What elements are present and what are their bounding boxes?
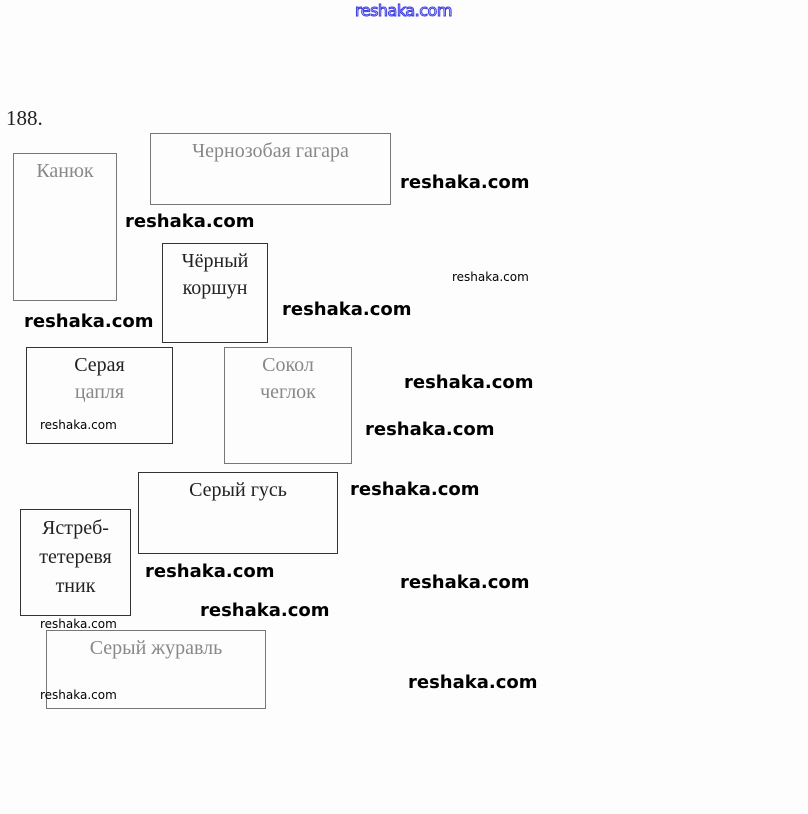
watermark: reshaka.com [404, 372, 534, 393]
box-label: Чёрный [181, 250, 249, 272]
site-header-link[interactable]: reshaka.com [355, 1, 453, 21]
box-label: Чернозобая гагара [192, 140, 349, 162]
box-label: цапля [74, 381, 125, 403]
watermark: reshaka.com [350, 479, 480, 500]
box-label: тник [55, 575, 96, 597]
watermark: reshaka.com [282, 299, 412, 320]
watermark: reshaka.com [40, 418, 117, 432]
box-yastreb: Ястреб-тетеревя тник [20, 509, 131, 616]
box-label: Серая [74, 354, 125, 376]
watermark: reshaka.com [400, 172, 530, 193]
box-label: чеглок [260, 381, 316, 403]
watermark: reshaka.com [365, 419, 495, 440]
box-gagara: Чернозобая гагара [150, 133, 391, 205]
box-label: Ястреб- [42, 517, 109, 539]
watermark: reshaka.com [145, 561, 275, 582]
box-cheglok: Сокол чеглок [224, 347, 352, 464]
box-label: Серый журавль [89, 637, 223, 659]
box-label: Сокол [262, 354, 314, 376]
box-tsaplya: Серая цапля [26, 347, 173, 444]
box-zhuravl: Серый журавль [46, 630, 266, 709]
box-gus: Серый гусь [138, 472, 338, 554]
watermark: reshaka.com [125, 211, 255, 232]
watermark: reshaka.com [40, 617, 117, 631]
watermark: reshaka.com [452, 270, 529, 284]
watermark: reshaka.com [408, 672, 538, 693]
watermark: reshaka.com [400, 572, 530, 593]
box-kanyuk: Канюк [13, 153, 117, 301]
box-label: Серый гусь [189, 479, 287, 501]
watermark: reshaka.com [200, 600, 330, 621]
box-korshun: Чёрный коршун [162, 243, 268, 343]
box-label: тетеревя [39, 546, 112, 568]
box-label: Канюк [36, 160, 94, 182]
watermark: reshaka.com [40, 688, 117, 702]
task-number: 188. [6, 106, 43, 130]
watermark: reshaka.com [24, 311, 154, 332]
box-label: коршун [182, 277, 248, 299]
